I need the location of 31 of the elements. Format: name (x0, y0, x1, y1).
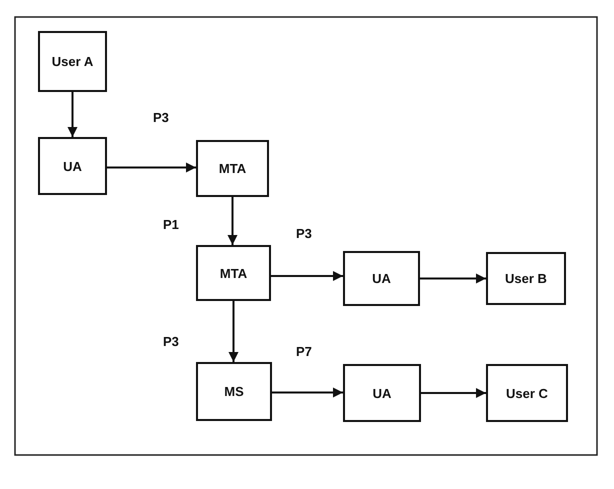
node-label: MTA (218, 161, 246, 176)
arrow (107, 162, 196, 172)
arrow (228, 197, 238, 245)
node-label: MTA (220, 266, 248, 280)
node-label: UA (63, 158, 82, 174)
arrow (421, 388, 486, 398)
process-box (486, 252, 566, 305)
node-label: User A (52, 54, 94, 69)
process-box (38, 31, 107, 92)
arrow (228, 301, 238, 362)
node-label: User C (506, 386, 548, 400)
process-box (486, 364, 568, 422)
node-label: MS (224, 384, 244, 399)
node-label: User B (505, 271, 547, 286)
process-box (343, 251, 420, 306)
arrow (271, 271, 343, 281)
process-box (196, 140, 269, 197)
arrow (272, 388, 343, 398)
process-box (196, 362, 272, 421)
edge-label: P3 (295, 226, 313, 241)
edge-label: P3 (152, 110, 170, 125)
process-box (343, 364, 421, 422)
process-box (196, 245, 271, 301)
arrow (420, 274, 486, 284)
edge-label: P7 (295, 344, 313, 359)
edge-label: P3 (162, 334, 180, 349)
process-box (38, 137, 107, 195)
edge-label: P1 (162, 217, 180, 232)
node-label: UA (372, 271, 391, 286)
arrow (68, 92, 78, 137)
node-label: UA (372, 386, 392, 400)
